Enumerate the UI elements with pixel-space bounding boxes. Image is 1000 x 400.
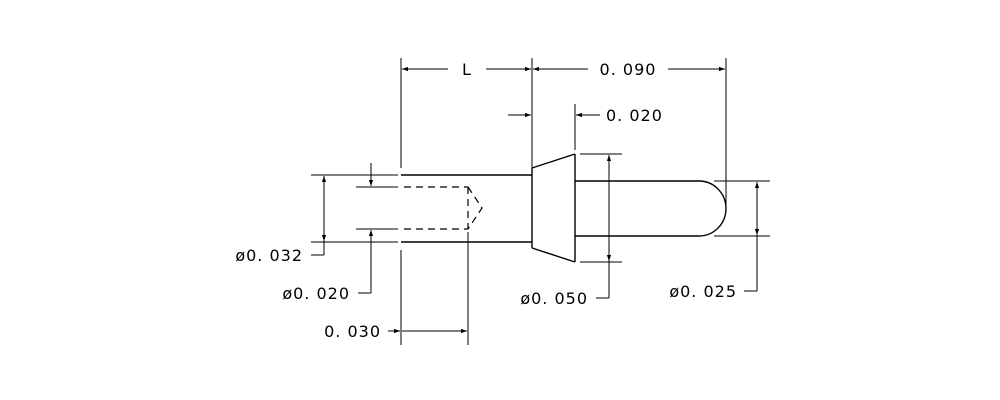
- dim-bore-depth-label: 0. 030: [324, 322, 381, 341]
- dim-overall-label: 0. 090: [600, 60, 657, 79]
- head-cone-top: [531, 153, 576, 169]
- dim-bore-depth: 0. 030: [324, 322, 467, 341]
- dim-tip-diameter-label: ø0. 025: [669, 282, 737, 301]
- dim-body-diameter-label: ø0. 032: [235, 246, 303, 265]
- extension-lines: [311, 58, 770, 345]
- dim-head-thickness: 0. 020: [508, 106, 663, 125]
- dim-head-diameter-label: ø0. 050: [520, 289, 588, 308]
- head-cone-bottom: [531, 247, 576, 263]
- dim-length-label: L: [462, 60, 472, 79]
- dim-body-diameter: ø0. 032: [235, 176, 327, 265]
- dim-head-thickness-label: 0. 020: [606, 106, 663, 125]
- dim-overall-length: 0. 090: [533, 60, 725, 79]
- dim-head-diameter: ø0. 050: [520, 155, 612, 308]
- dim-length: L: [402, 60, 531, 79]
- hidden-bore: [404, 186, 483, 230]
- pin-outline: [401, 153, 727, 263]
- bore-drill-point: [467, 186, 483, 230]
- dim-bore-diameter-label: ø0. 020: [282, 284, 350, 303]
- dim-tip-diameter: ø0. 025: [669, 182, 760, 301]
- dim-bore-diameter: ø0. 020: [282, 163, 374, 303]
- tip-rounded-end: [698, 180, 727, 237]
